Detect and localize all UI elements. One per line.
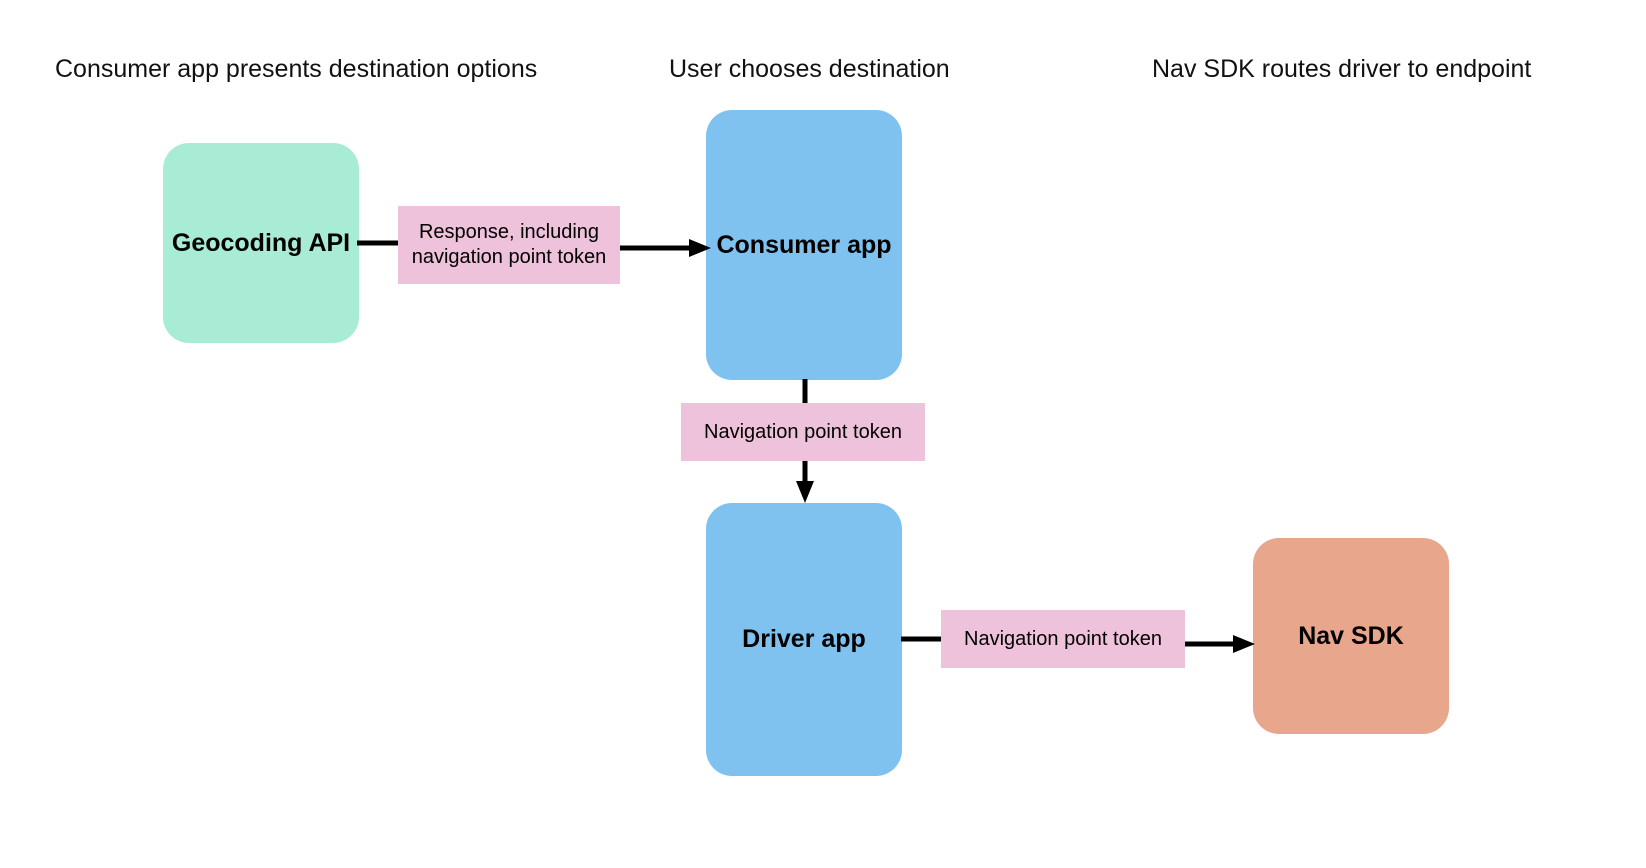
edge-label-navigation-point-token-horizontal: Navigation point token (941, 610, 1185, 668)
edge-label-navigation-point-token-vertical-text: Navigation point token (704, 420, 902, 443)
connector-driver-app-to-nav-token-label (901, 634, 943, 644)
node-geocoding-api[interactable]: Geocoding API (163, 143, 359, 343)
node-nav-sdk[interactable]: Nav SDK (1253, 538, 1449, 734)
node-consumer-app[interactable]: Consumer app (706, 110, 902, 380)
edge-label-navigation-point-token-vertical: Navigation point token (681, 403, 925, 461)
node-nav-sdk-label: Nav SDK (1298, 621, 1404, 650)
column-heading-user-chooses: User chooses destination (669, 55, 950, 83)
edge-label-navigation-point-token-horizontal-text: Navigation point token (964, 627, 1162, 650)
edge-label-response-text: Response, including navigation point tok… (411, 221, 607, 268)
node-consumer-app-label: Consumer app (716, 230, 892, 259)
node-driver-app-label: Driver app (742, 625, 866, 653)
node-geocoding-api-label: Geocoding API (171, 228, 351, 257)
edge-label-response-navigation-point-token: Response, including navigation point tok… (398, 206, 620, 284)
node-driver-app[interactable]: Driver app (706, 503, 902, 776)
connector-nav-token-label-to-nav-sdk (1183, 634, 1255, 654)
connector-response-label-to-consumer-app (619, 238, 711, 258)
column-heading-consumer-app-presents: Consumer app presents destination option… (55, 55, 538, 83)
column-heading-nav-sdk-routes: Nav SDK routes driver to endpoint (1152, 55, 1532, 83)
